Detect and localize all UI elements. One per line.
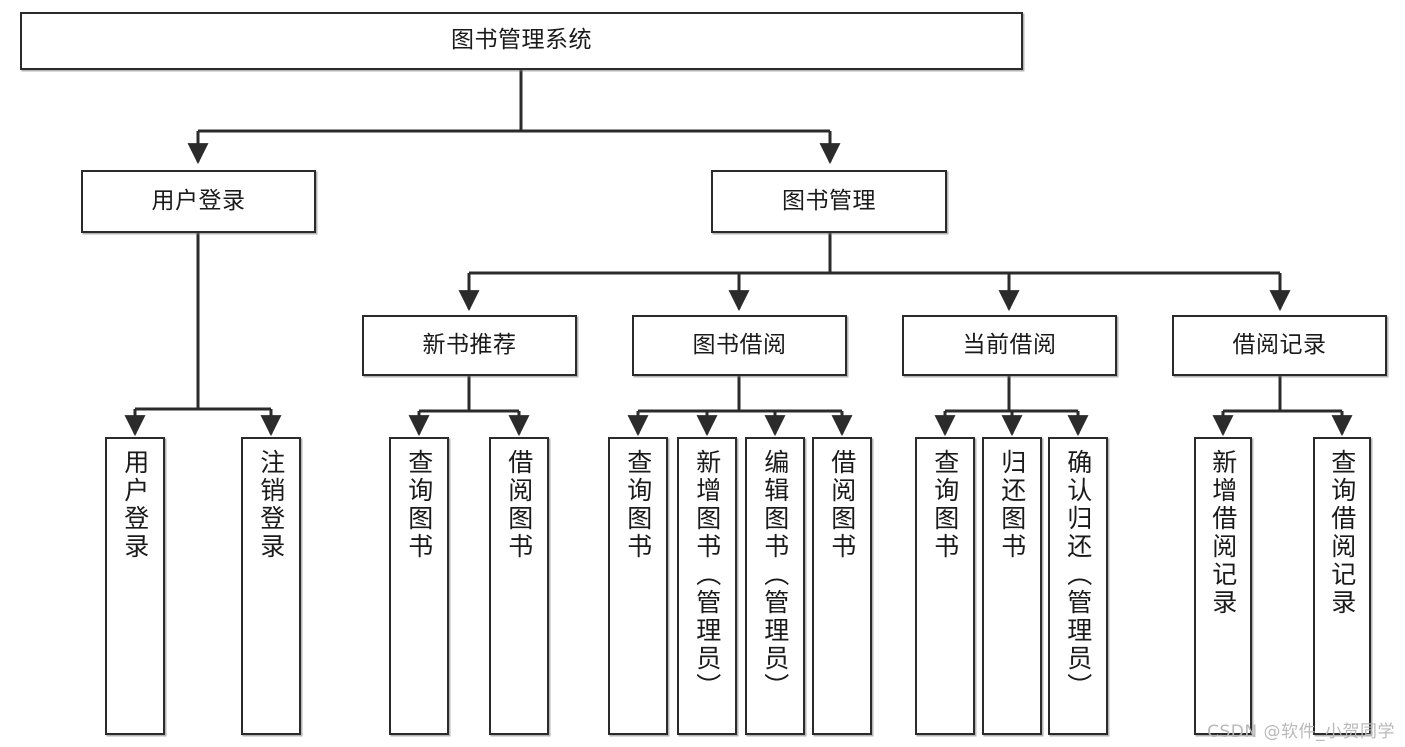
- leaf-record-add-record[interactable]: 新增借阅记录: [1194, 437, 1252, 735]
- node-user-login[interactable]: 用户登录: [81, 170, 316, 233]
- node-new-book-recommend[interactable]: 新书推荐: [362, 315, 577, 376]
- node-label: 用户登录: [120, 449, 150, 561]
- node-label: 图书管理系统: [451, 27, 592, 54]
- node-label: 新增借阅记录: [1208, 449, 1238, 617]
- node-label: 归还图书: [997, 449, 1027, 561]
- leaf-borrow-borrow-book[interactable]: 借阅图书: [812, 437, 872, 735]
- leaf-recommend-borrow-book[interactable]: 借阅图书: [489, 437, 549, 735]
- leaf-borrow-add-book-admin[interactable]: 新增图书（管理员）: [677, 437, 737, 735]
- node-book-borrow[interactable]: 图书借阅: [632, 315, 847, 376]
- node-label: 注销登录: [256, 449, 286, 561]
- csdn-watermark: CSDN @软件_小贺同学: [1207, 722, 1395, 742]
- leaf-recommend-query-book[interactable]: 查询图书: [389, 437, 449, 735]
- node-label: 查询图书: [404, 449, 434, 561]
- node-label: 查询图书: [930, 449, 960, 561]
- node-label: 查询借阅记录: [1327, 449, 1357, 617]
- leaf-borrow-query-book[interactable]: 查询图书: [608, 437, 668, 735]
- node-label: 图书借阅: [692, 331, 787, 358]
- node-label: 图书管理: [782, 187, 876, 214]
- leaf-record-query-record[interactable]: 查询借阅记录: [1313, 437, 1371, 735]
- node-label: 新书推荐: [422, 331, 517, 358]
- node-borrow-record[interactable]: 借阅记录: [1172, 315, 1387, 376]
- leaf-user-login-signout[interactable]: 注销登录: [241, 437, 301, 735]
- node-root-system[interactable]: 图书管理系统: [20, 12, 1023, 70]
- node-label: 借阅记录: [1232, 331, 1327, 358]
- node-current-borrow[interactable]: 当前借阅: [902, 315, 1117, 376]
- leaf-current-return-book[interactable]: 归还图书: [982, 437, 1042, 735]
- node-label: 当前借阅: [962, 331, 1057, 358]
- node-label: 确认归还（管理员）: [1063, 449, 1093, 701]
- leaf-current-query-book[interactable]: 查询图书: [915, 437, 975, 735]
- node-book-management[interactable]: 图书管理: [711, 170, 947, 233]
- node-label: 新增图书（管理员）: [692, 449, 722, 701]
- node-label: 编辑图书（管理员）: [760, 449, 790, 701]
- node-label: 借阅图书: [827, 449, 857, 561]
- leaf-current-confirm-return-admin[interactable]: 确认归还（管理员）: [1048, 437, 1108, 735]
- leaf-user-login-signin[interactable]: 用户登录: [105, 437, 165, 735]
- node-label: 借阅图书: [504, 449, 534, 561]
- node-label: 用户登录: [151, 187, 246, 214]
- leaf-borrow-edit-book-admin[interactable]: 编辑图书（管理员）: [745, 437, 805, 735]
- node-label: 查询图书: [623, 449, 653, 561]
